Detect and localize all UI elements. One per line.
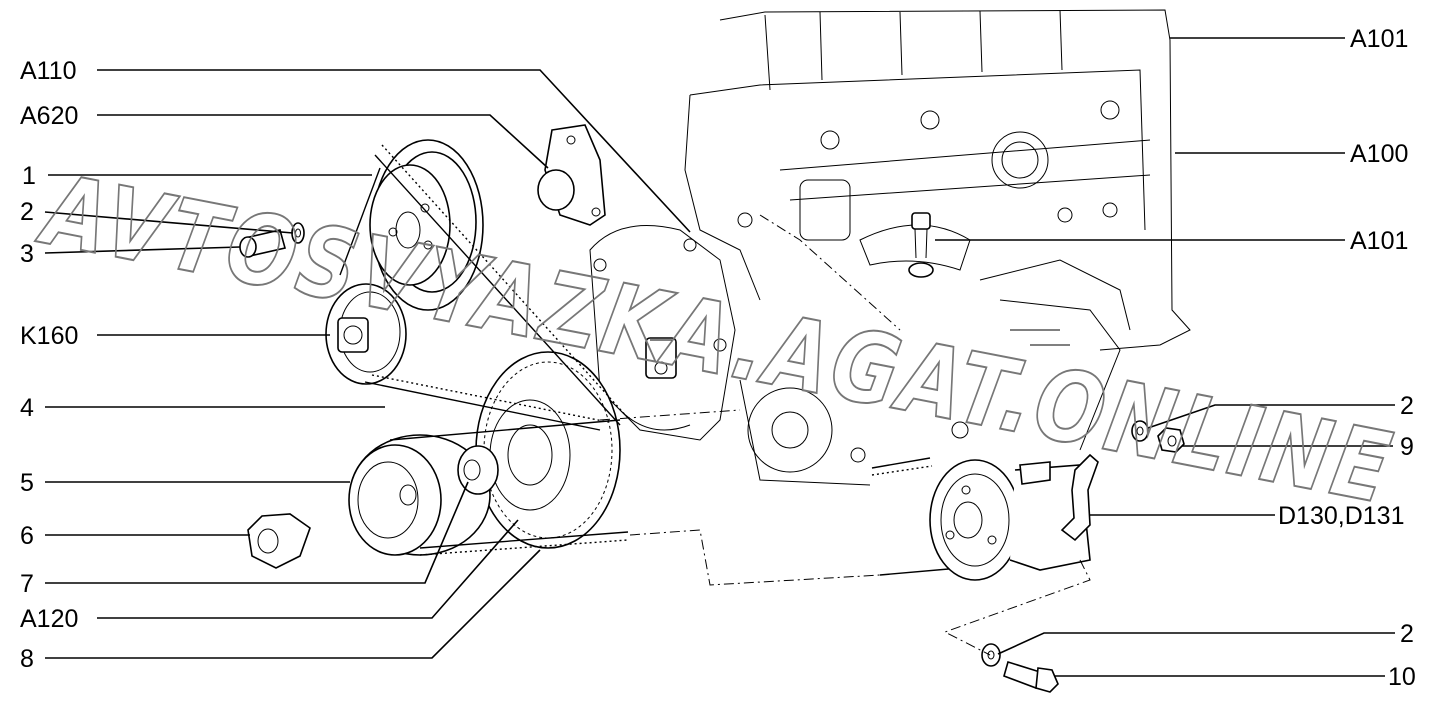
label-a101-mid: A101 [1350,227,1408,255]
label-d130-d131: D130,D131 [1278,502,1404,530]
label-2-lower: 2 [1400,620,1414,648]
label-2-right: 2 [1400,392,1414,420]
crank-gear [475,351,621,549]
spacer-7 [457,445,499,495]
aux-belt [389,419,961,576]
water-pump-flange [537,124,606,226]
washer-2-lower [981,643,1001,667]
callout-labels: A110 A620 1 2 3 K160 4 5 6 7 A120 8 A101… [20,25,1416,691]
crank-pulley [348,434,491,556]
washer-2-right [1131,420,1149,442]
leader-lines [44,37,1395,677]
label-8: 8 [20,645,34,673]
nut-6 [247,513,311,569]
nut-9 [1157,427,1185,453]
washer-2-upper [291,222,305,244]
assembly-lines [599,214,1091,656]
label-a620: A620 [20,102,78,130]
label-7: 7 [20,570,34,598]
timing-cover [589,225,736,441]
watermark-text: AVTOSVYAZKA.AGAT.ONLINE [30,153,1402,527]
label-1: 1 [22,162,36,190]
label-10: 10 [1388,663,1416,691]
label-a110: A110 [20,57,77,85]
power-steering-pump [929,453,1099,581]
label-3: 3 [20,240,34,268]
tensioner-pulley [325,283,407,385]
label-a120: A120 [20,605,78,633]
label-2-upper: 2 [20,198,34,226]
bolt-3 [239,229,286,258]
label-5: 5 [20,469,34,497]
water-pump-pulley [369,139,484,311]
crank-sensor [645,337,677,379]
label-6: 6 [20,522,34,550]
label-k160: K160 [20,322,78,350]
timing-belt [339,144,629,431]
label-4: 4 [20,394,34,422]
label-a101-top: A101 [1350,25,1408,53]
label-9: 9 [1400,433,1414,461]
bolt-10 [1003,660,1059,693]
engine-block [684,9,1191,486]
stud-a101 [908,212,934,278]
label-a100: A100 [1350,140,1408,168]
